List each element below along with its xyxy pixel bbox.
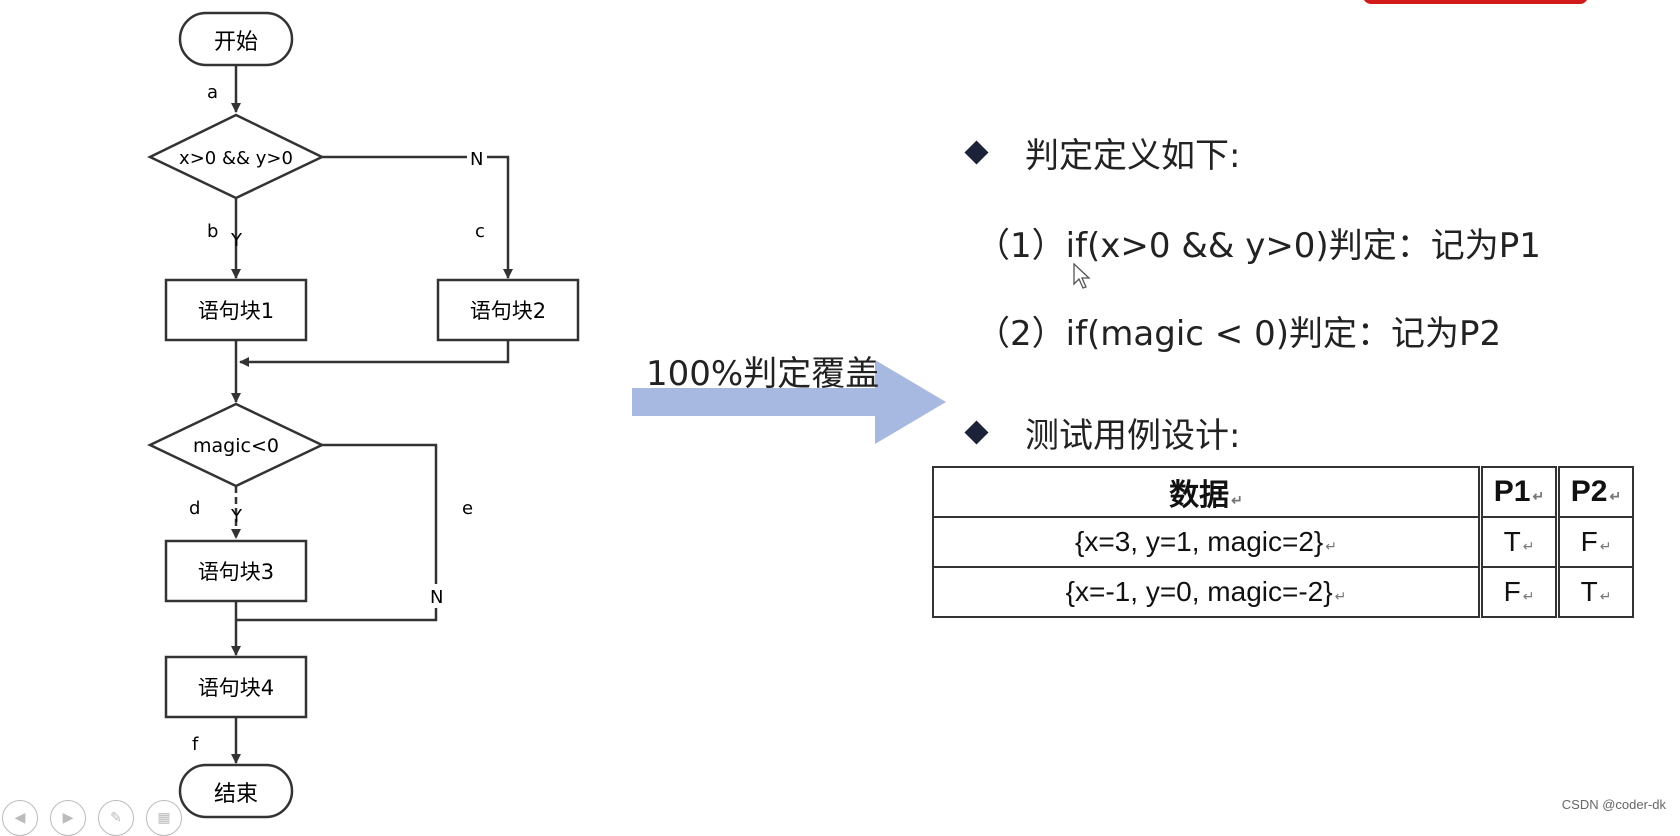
pen-tool-icon[interactable]: ✎ xyxy=(98,800,134,836)
test-design-heading: 测试用例设计: xyxy=(1025,416,1241,456)
flowchart: 开始 a x>0 && y>0 b Y N c 语句块1 语句块2 magic<… xyxy=(147,11,580,819)
test-case-table: 数据↵ P1↵ P2↵ {x=3, y=1, magic=2}↵ T↵ F↵ {… xyxy=(932,466,1634,618)
yes1-label: Y xyxy=(230,230,243,251)
edge-b-label: b xyxy=(207,221,218,242)
watermark: CSDN @coder-dk xyxy=(1561,797,1666,812)
edge-c-line xyxy=(322,155,513,279)
definitions-heading: 判定定义如下: xyxy=(1025,136,1241,176)
table-cell: F↵ xyxy=(1555,516,1634,568)
next-slide-icon[interactable]: ▶ xyxy=(50,800,86,836)
edge-e-label: e xyxy=(462,498,473,519)
start-label: 开始 xyxy=(214,30,258,55)
table-header-cell: P1↵ xyxy=(1478,466,1559,518)
end-label: 结束 xyxy=(214,782,258,807)
block3-node xyxy=(164,539,308,603)
table-row: {x=3, y=1, magic=2}↵ T↵ F↵ xyxy=(932,516,1634,568)
diamond-bullet-icon xyxy=(964,140,989,165)
block4-label: 语句块4 xyxy=(198,676,274,700)
block2-return-line xyxy=(239,340,510,367)
table-cell: F↵ xyxy=(1478,566,1559,618)
coverage-arrow xyxy=(632,360,946,444)
definition-p1: （1）if(x>0 && y>0)判定：记为P1 xyxy=(976,226,1541,266)
definitions-heading-line: 判定定义如下: xyxy=(964,128,1241,177)
coverage-label: 100%判定覆盖 xyxy=(646,354,880,394)
table-header-cell: P2↵ xyxy=(1555,466,1634,518)
table-cell: T↵ xyxy=(1478,516,1559,568)
block3-label: 语句块3 xyxy=(198,560,274,584)
diamond-bullet-icon xyxy=(964,420,989,445)
mouse-cursor-icon xyxy=(1073,262,1091,289)
edge-f-label: f xyxy=(192,734,199,755)
definition-p2: （2）if(magic < 0)判定：记为P2 xyxy=(976,314,1502,354)
edge-c-label: c xyxy=(475,221,485,242)
top-badge xyxy=(1363,0,1588,4)
table-row: {x=-1, y=0, magic=-2}↵ F↵ T↵ xyxy=(932,566,1634,618)
edge-d-label: d xyxy=(189,498,200,519)
no2-label: N xyxy=(430,587,443,608)
block2-label: 语句块2 xyxy=(470,299,546,323)
block2-node xyxy=(436,278,580,342)
table-cell: T↵ xyxy=(1555,566,1634,618)
slides-grid-icon[interactable]: ▦ xyxy=(146,800,182,836)
decision1-label: x>0 && y>0 xyxy=(179,148,293,169)
previous-slide-icon[interactable]: ◀ xyxy=(2,800,38,836)
test-design-heading-line: 测试用例设计: xyxy=(964,408,1241,457)
end-node xyxy=(178,763,294,819)
edge-e-line xyxy=(236,443,438,622)
no1-label: N xyxy=(470,149,483,170)
table-header-row: 数据↵ P1↵ P2↵ xyxy=(932,466,1634,518)
table-header-cell: 数据↵ xyxy=(932,466,1482,518)
table-cell: {x=-1, y=0, magic=-2}↵ xyxy=(932,566,1482,618)
block1-label: 语句块1 xyxy=(198,299,274,323)
decision2-label: magic<0 xyxy=(193,435,279,457)
edge-a-label: a xyxy=(207,82,218,103)
table-cell: {x=3, y=1, magic=2}↵ xyxy=(932,516,1482,568)
yes2-label: Y xyxy=(230,506,243,527)
